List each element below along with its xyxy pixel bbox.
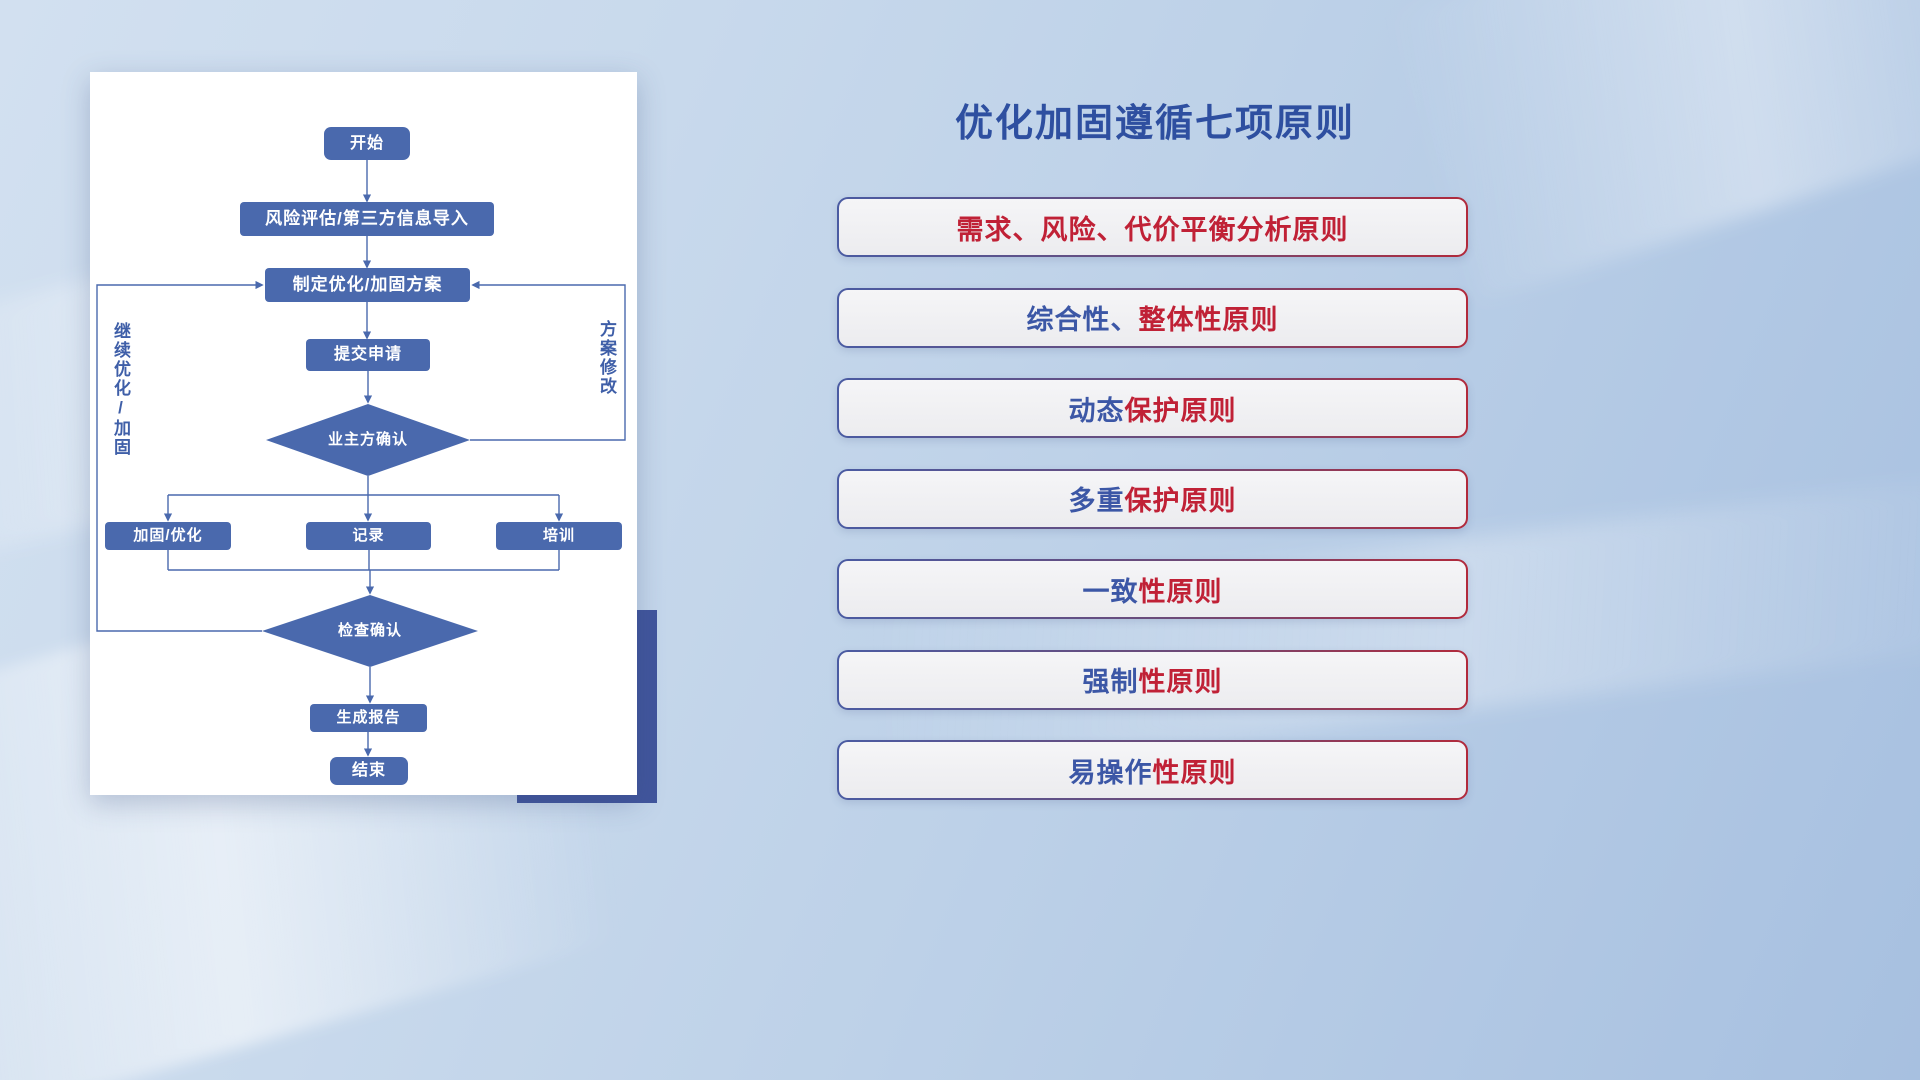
principle-text: 易操作性原则 <box>1069 751 1237 790</box>
principle-segment: 需求、风险、代价平衡分析原则 <box>956 214 1349 245</box>
principle-card-inner: 动态保护原则 <box>839 380 1466 436</box>
principle-card: 综合性、整体性原则 <box>837 287 1468 348</box>
principle-card-inner: 综合性、整体性原则 <box>839 289 1466 346</box>
flow-node-gen-report: 生成报告 <box>310 704 427 732</box>
flowchart-panel: 开始 风险评估/第三方信息导入 制定优化/加固方案 提交申请 业主方确认 加固/… <box>90 72 637 795</box>
loop-label-continue-optimize: 继续优化/加固 <box>111 322 130 457</box>
principle-card: 强制性原则 <box>837 649 1468 710</box>
principle-segment: 性原则 <box>1152 757 1237 788</box>
page-title: 优化加固遵循七项原则 <box>954 103 1355 145</box>
flow-node-submit: 提交申请 <box>306 339 430 371</box>
flow-node-end: 结束 <box>330 757 408 785</box>
principle-segment: 保护原则 <box>1124 395 1237 426</box>
flow-node-risk-import: 风险评估/第三方信息导入 <box>240 202 494 236</box>
principle-segment: 整体性原则 <box>1138 305 1279 335</box>
principle-card-inner: 需求、风险、代价平衡分析原则 <box>839 199 1466 255</box>
flow-node-training: 培训 <box>496 522 622 550</box>
flowchart-connectors <box>96 160 626 757</box>
principle-segment: 性原则 <box>1138 576 1223 607</box>
principle-text: 多重保护原则 <box>1069 479 1237 518</box>
flow-node-record: 记录 <box>306 522 431 550</box>
principle-segment: 性原则 <box>1138 667 1223 697</box>
principle-text: 综合性、整体性原则 <box>1027 298 1279 337</box>
principle-segment: 易操作 <box>1068 757 1153 788</box>
loop-label-plan-modify: 方案修改 <box>597 320 616 396</box>
principle-card-inner: 一致性原则 <box>839 561 1466 617</box>
principle-segment: 强制 <box>1082 667 1139 697</box>
principle-text: 强制性原则 <box>1083 660 1223 699</box>
principle-segment: 综合性、 <box>1026 305 1139 335</box>
principle-text: 需求、风险、代价平衡分析原则 <box>957 208 1349 247</box>
principle-card-inner: 强制性原则 <box>839 651 1466 708</box>
principle-segment: 保护原则 <box>1124 486 1237 516</box>
principle-text: 一致性原则 <box>1083 570 1223 609</box>
principle-card: 需求、风险、代价平衡分析原则 <box>837 197 1468 257</box>
flow-node-reinforce-optimize: 加固/优化 <box>105 522 231 550</box>
flow-node-start: 开始 <box>324 127 410 160</box>
principle-card: 动态保护原则 <box>837 378 1468 438</box>
principle-text: 动态保护原则 <box>1069 389 1237 428</box>
principle-card: 易操作性原则 <box>837 740 1468 800</box>
principle-card-inner: 多重保护原则 <box>839 470 1466 527</box>
principle-segment: 多重 <box>1068 486 1125 516</box>
principles-list: 需求、风险、代价平衡分析原则 综合性、整体性原则 动态保护原则 多重保护原则 一… <box>837 197 1468 800</box>
principle-segment: 动态 <box>1068 395 1125 426</box>
flow-node-make-plan: 制定优化/加固方案 <box>265 268 470 302</box>
principle-segment: 一致 <box>1082 576 1139 607</box>
principle-card: 一致性原则 <box>837 559 1468 619</box>
background-streak <box>1389 0 1920 302</box>
principle-card-inner: 易操作性原则 <box>839 742 1466 798</box>
principle-card: 多重保护原则 <box>837 468 1468 529</box>
